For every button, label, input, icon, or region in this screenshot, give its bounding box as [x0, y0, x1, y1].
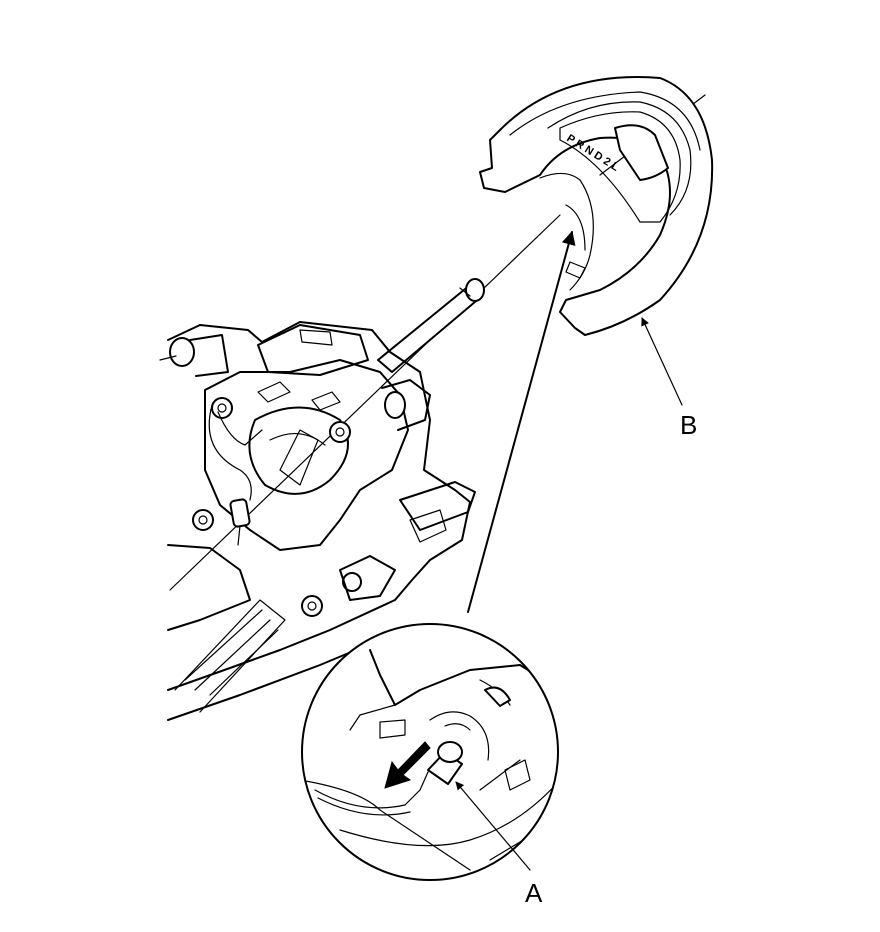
steering-column-assembly: [159, 94, 706, 721]
leader-lines: [455, 230, 683, 871]
callout-b-leader: [641, 317, 683, 406]
callout-label-b: B: [680, 410, 697, 440]
detail-inset: [301, 623, 559, 881]
callout-a-leader: [455, 781, 531, 871]
detail-pointer-arrow: [467, 230, 576, 613]
shift-indicator-panel: P R N D 2 L: [479, 76, 714, 336]
callout-label-a: A: [525, 878, 543, 908]
